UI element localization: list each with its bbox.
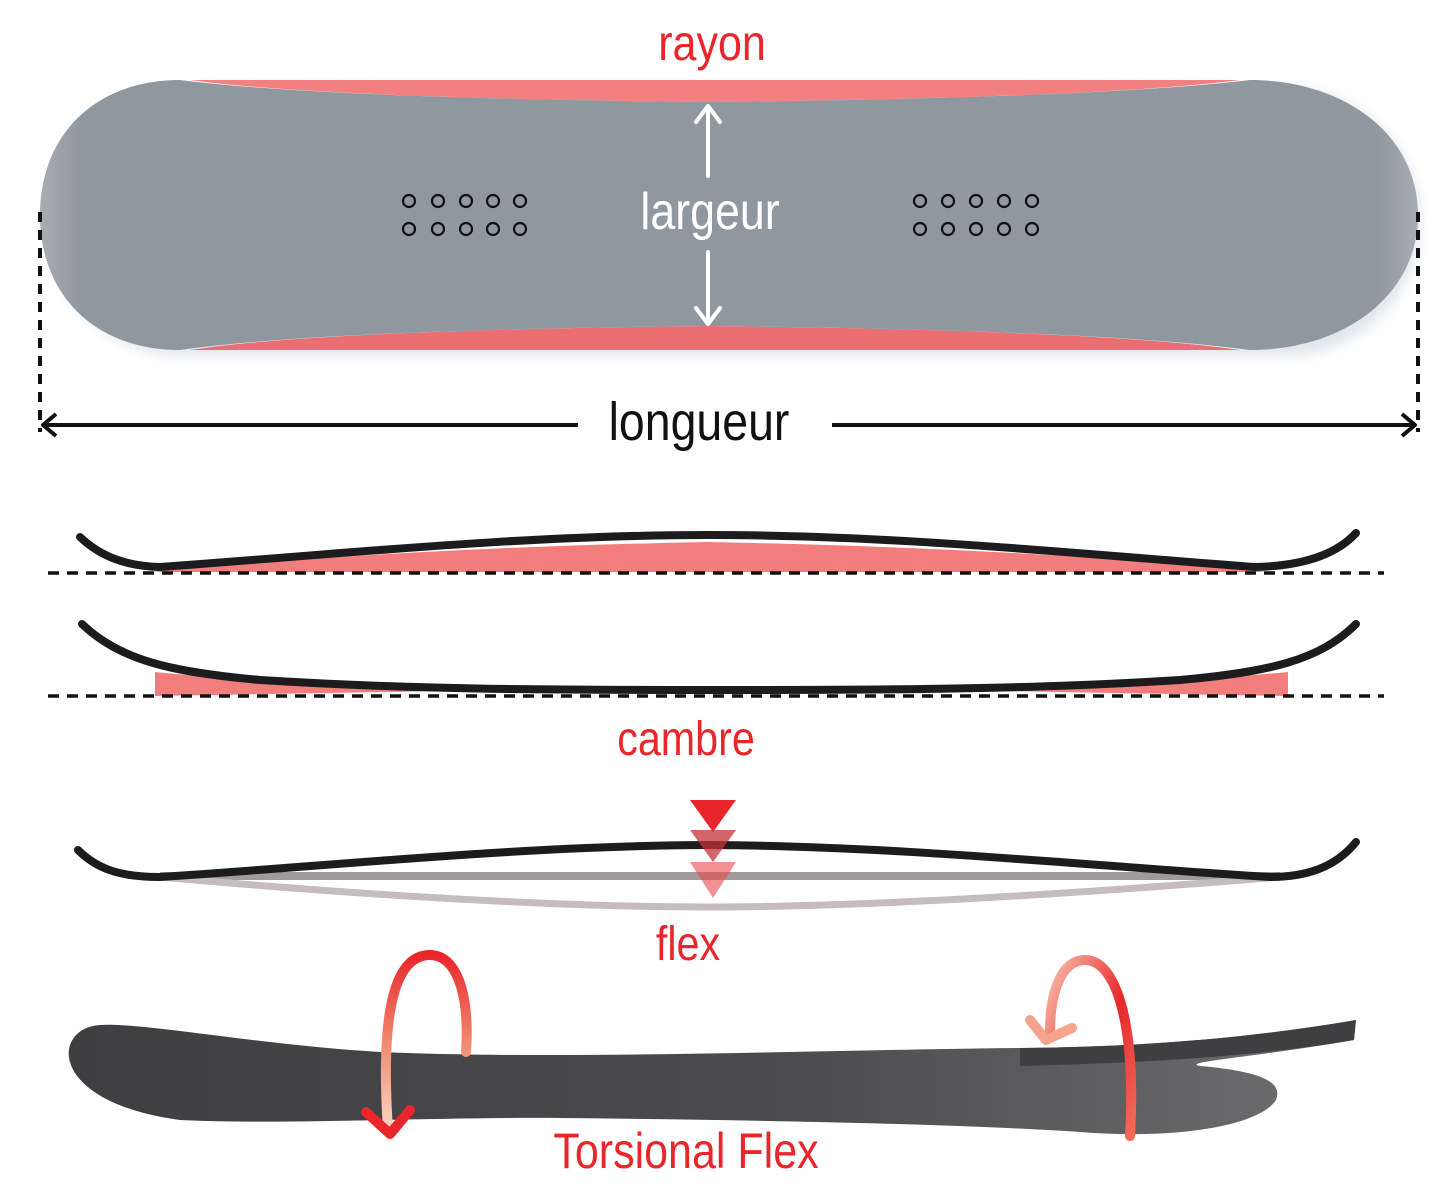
camber-board-line <box>76 529 1360 572</box>
curved-arrow-icon <box>361 949 1137 1141</box>
torsion-arrow-right <box>1045 954 1137 1141</box>
torsion-arrowhead-left <box>361 1105 415 1139</box>
flex-label: flex <box>656 917 720 971</box>
camber-profile <box>48 529 1384 575</box>
torsional-board-top <box>1020 1020 1356 1066</box>
binding-inserts-right <box>912 193 1040 237</box>
down-triangle-icon <box>690 830 736 862</box>
flex-ghost-bent <box>159 873 1281 911</box>
board-body <box>40 80 1418 350</box>
width-arrow-icon <box>694 104 722 326</box>
binding-inserts-left <box>401 193 528 237</box>
sidecut-edge-bottom <box>190 326 1240 350</box>
cambre-label: cambre <box>617 712 755 766</box>
sidecut-edge-top <box>190 80 1240 102</box>
longueur-label: longueur <box>609 391 790 452</box>
right-arrowhead-icon <box>1400 412 1417 438</box>
camber-fill <box>150 542 1270 572</box>
rocker-board-line <box>78 620 1360 694</box>
flex-profile <box>74 800 1360 911</box>
left-arrowhead-icon <box>41 412 58 438</box>
down-triangle-icon <box>690 800 736 832</box>
torsional-flex-label: Torsional Flex <box>553 1123 818 1179</box>
torsional-board <box>68 1020 1357 1135</box>
length-dimension <box>38 212 1420 438</box>
torsional-board-shadow <box>68 1020 1357 1135</box>
down-triangle-icon <box>690 862 736 898</box>
torsion-arrowhead-right <box>1025 1015 1077 1045</box>
torsion-arrow-left <box>380 949 472 1135</box>
largeur-label: largeur <box>640 183 779 241</box>
board-top-view <box>40 80 1420 356</box>
rayon-label: rayon <box>658 15 766 71</box>
rocker-profile <box>48 620 1384 698</box>
